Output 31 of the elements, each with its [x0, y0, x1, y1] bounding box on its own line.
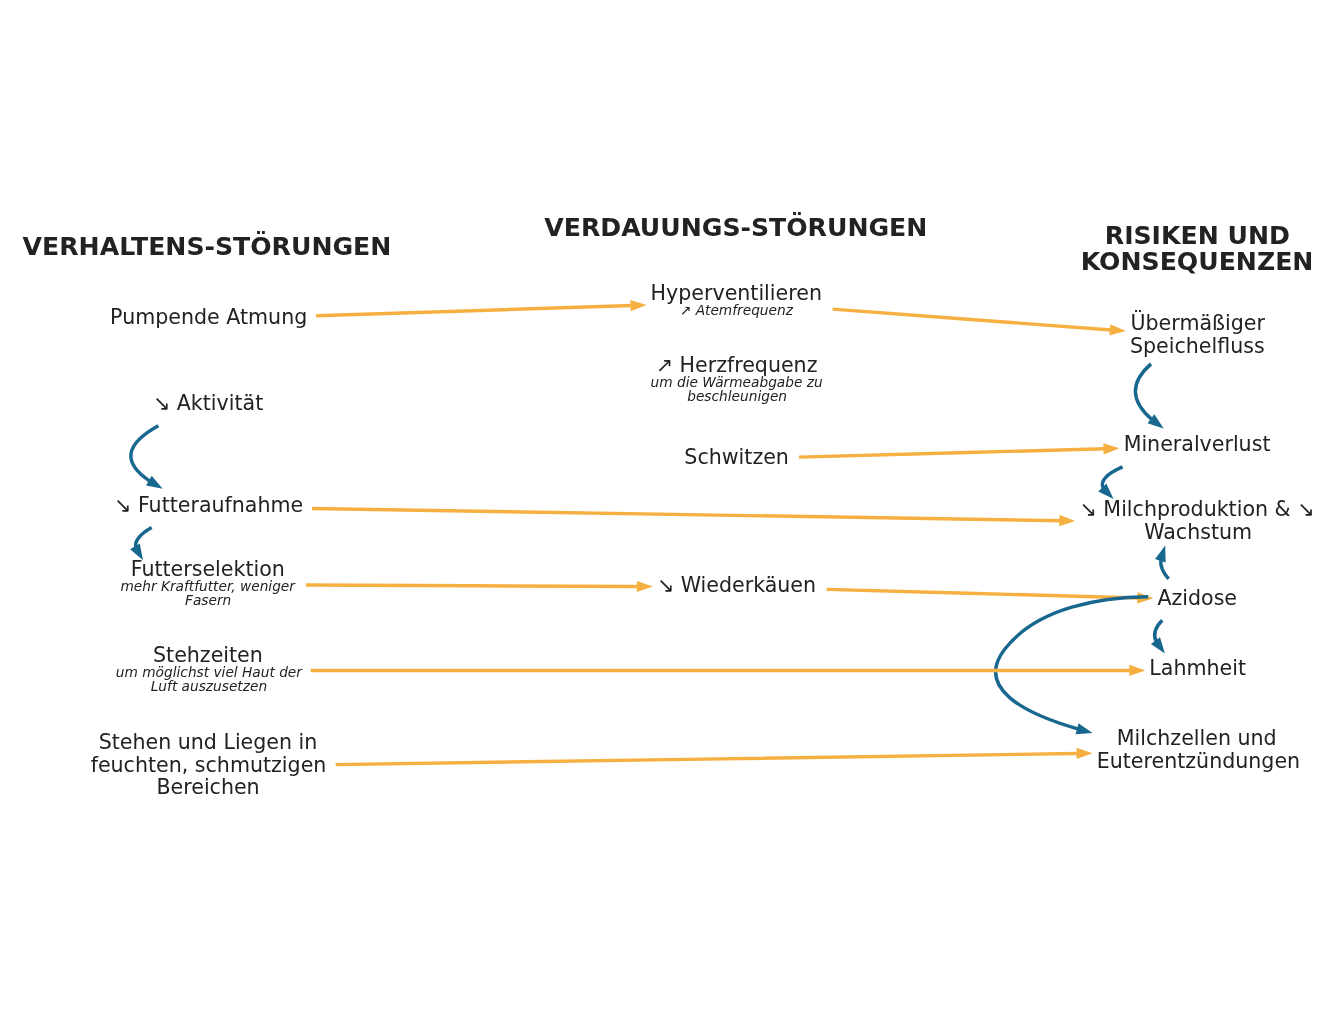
arrow [1098, 465, 1124, 500]
arrow [129, 424, 163, 489]
node-text: Schwitzen [684, 444, 789, 469]
node-text: Pumpende Atmung [110, 305, 308, 330]
label: RISIKEN UND KONSEQUENZEN [1080, 221, 1314, 276]
arrow [1154, 545, 1170, 580]
arrow [994, 595, 1149, 735]
node-text: Mineralverlust [1123, 432, 1271, 457]
arrow [832, 307, 1126, 336]
node-text: ↘ Wiederkäuen [656, 572, 817, 597]
node-text: ↘ Aktivität [153, 391, 264, 416]
node-text: Azidose [1157, 585, 1238, 610]
label: VERHALTENS-STÖRUNGEN [22, 231, 392, 261]
arrow [316, 299, 647, 318]
node-text: Stehen und Liegen in feuchten, schmutzigen Bereichen [90, 729, 327, 800]
label: VERDAUUNGS-STÖRUNGEN [544, 213, 928, 243]
arrow [335, 747, 1093, 767]
node-label: mehr Kraftfutter, weniger Fasern [120, 578, 295, 608]
node-text: Milchzellen und Euterentzündungen [1096, 726, 1301, 774]
arrow [305, 580, 653, 593]
arrow [310, 664, 1146, 677]
node-text: Lahmheit [1149, 656, 1247, 681]
arrow [130, 526, 153, 561]
node-text: Übermäßiger Speichelfluss [1129, 311, 1265, 358]
node-text: Futterselektion [130, 556, 285, 581]
arrow [799, 443, 1120, 459]
node-text: ↘ Milchproduktion & ↘ Wachstum [1079, 497, 1315, 545]
arrow [1133, 362, 1164, 429]
arrow [312, 506, 1076, 527]
arrow [1150, 619, 1165, 654]
node-text: ↘ Futteraufnahme [114, 492, 304, 517]
